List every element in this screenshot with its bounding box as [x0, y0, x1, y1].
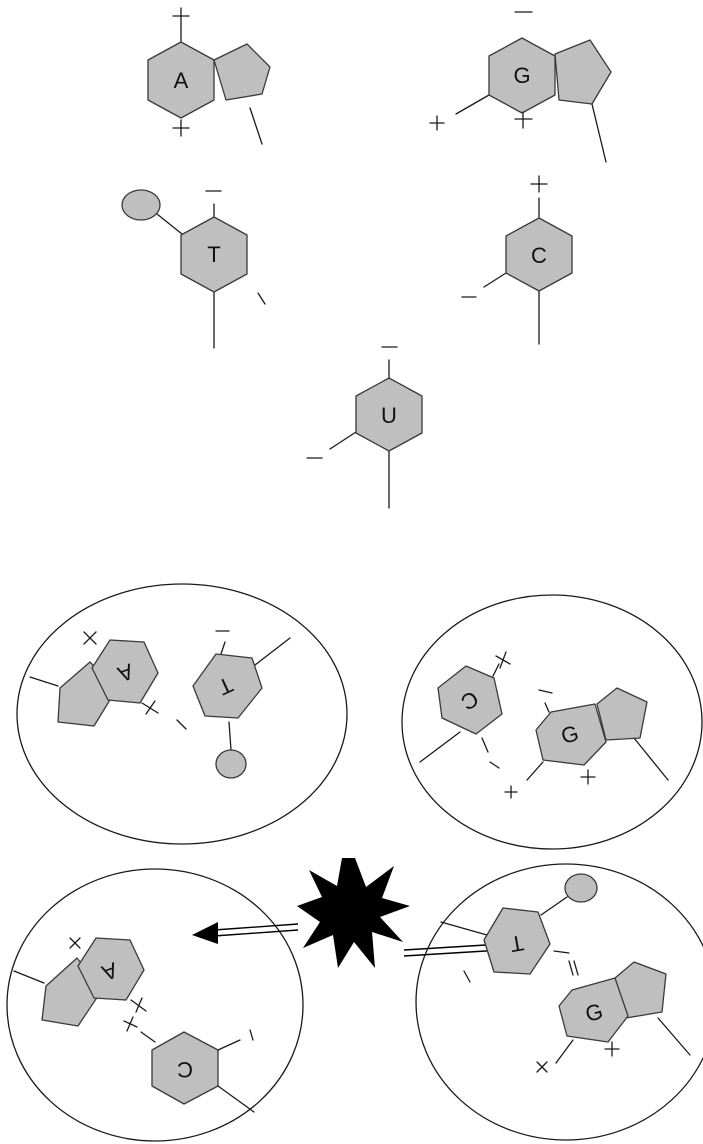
base-label-u: U: [381, 403, 397, 428]
pair-circle-adenine-cytosine: A C: [6, 868, 304, 1142]
pair-label-g: G: [558, 720, 581, 749]
methyl-group: [121, 189, 161, 221]
base-label-c: C: [531, 243, 547, 268]
arrow-left: [192, 922, 299, 944]
five-membered-ring: [213, 43, 271, 101]
six-membered-ring: [147, 41, 215, 119]
pair-circle-adenine-thymine: A T: [16, 583, 348, 845]
base-label-g: G: [513, 63, 530, 88]
mispair-label-c: C: [177, 1057, 193, 1082]
mispair-label-t: T: [508, 930, 526, 957]
pair-circle-cytosine-guanine: C G: [401, 594, 703, 850]
mispair-label-g: G: [583, 998, 606, 1027]
uracil-molecule: U: [306, 346, 423, 509]
mutation-burst-icon: [297, 858, 410, 968]
adenine-molecule: A: [147, 7, 271, 145]
base-label-a: A: [174, 68, 189, 93]
guanine-molecule: G: [429, 11, 612, 163]
cytosine-molecule: C: [461, 175, 573, 345]
pair-circle-thymine-guanine: T G: [415, 863, 703, 1141]
thymine-molecule: T: [121, 189, 266, 349]
base-label-t: T: [207, 242, 220, 267]
